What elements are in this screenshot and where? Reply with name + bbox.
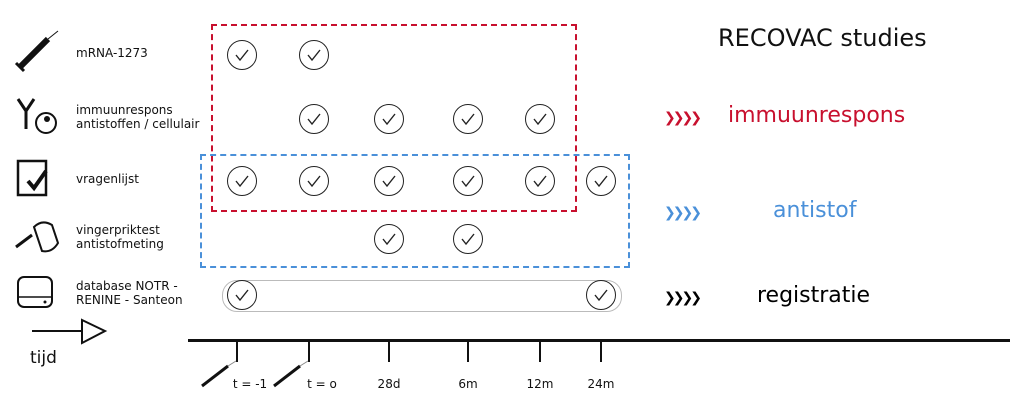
time-arrow <box>32 330 82 332</box>
check-icon <box>586 280 616 310</box>
syringe-icon <box>273 360 309 388</box>
check-icon <box>525 104 555 134</box>
timepoint-label: t = o <box>307 377 337 391</box>
check-icon <box>299 166 329 196</box>
timepoint-label: 24m <box>587 377 615 391</box>
check-icon <box>453 104 483 134</box>
timepoint-label: 28d <box>377 377 401 391</box>
check-icon <box>374 224 404 254</box>
check-icon <box>227 40 257 70</box>
axis-tick <box>600 340 602 362</box>
arrow-head-icon <box>81 318 108 345</box>
time-label: tijd <box>30 348 57 368</box>
check-icon <box>227 166 257 196</box>
check-icon <box>525 166 555 196</box>
timepoint-label: t = -1 <box>232 377 268 391</box>
check-icon <box>586 166 616 196</box>
row-label: immuunrespons antistoffen / cellulair <box>76 103 200 131</box>
diagram-title: RECOVAC studies <box>718 24 927 52</box>
immuunrespons-box <box>211 24 577 212</box>
row-label: vingerpriktest antistofmeting <box>76 223 164 251</box>
check-icon <box>453 166 483 196</box>
registratie-bar <box>222 280 622 312</box>
timepoint-label: 12m <box>526 377 554 391</box>
antistof-box <box>200 154 630 268</box>
axis-tick <box>236 340 238 362</box>
check-icon <box>453 224 483 254</box>
legend-arrow-icon: ❯❯❯❯ <box>664 205 702 221</box>
check-icon <box>374 104 404 134</box>
axis-tick <box>308 340 310 362</box>
axis-tick <box>539 340 541 362</box>
check-icon <box>299 40 329 70</box>
row-label: mRNA-1273 <box>76 46 148 60</box>
syringe-icon <box>14 30 59 73</box>
time-axis <box>188 339 1010 342</box>
questionnaire-icon <box>16 159 48 197</box>
database-icon <box>17 276 53 308</box>
legend-label: antistof <box>773 198 857 223</box>
check-icon <box>227 280 257 310</box>
legend-arrow-icon: ❯❯❯❯ <box>664 110 702 126</box>
check-icon <box>299 104 329 134</box>
finger-prick-icon <box>15 221 60 253</box>
check-icon <box>374 166 404 196</box>
row-label: vragenlijst <box>76 172 139 186</box>
row-label: database NOTR - RENINE - Santeon <box>76 279 183 307</box>
legend-label: registratie <box>757 283 871 308</box>
legend-label: immuunrespons <box>728 103 906 128</box>
legend-arrow-icon: ❯❯❯❯ <box>664 290 702 306</box>
timepoint-label: 6m <box>458 377 478 391</box>
antibody-cell-icon <box>16 98 57 134</box>
syringe-icon <box>201 360 237 388</box>
axis-tick <box>388 340 390 362</box>
axis-tick <box>467 340 469 362</box>
